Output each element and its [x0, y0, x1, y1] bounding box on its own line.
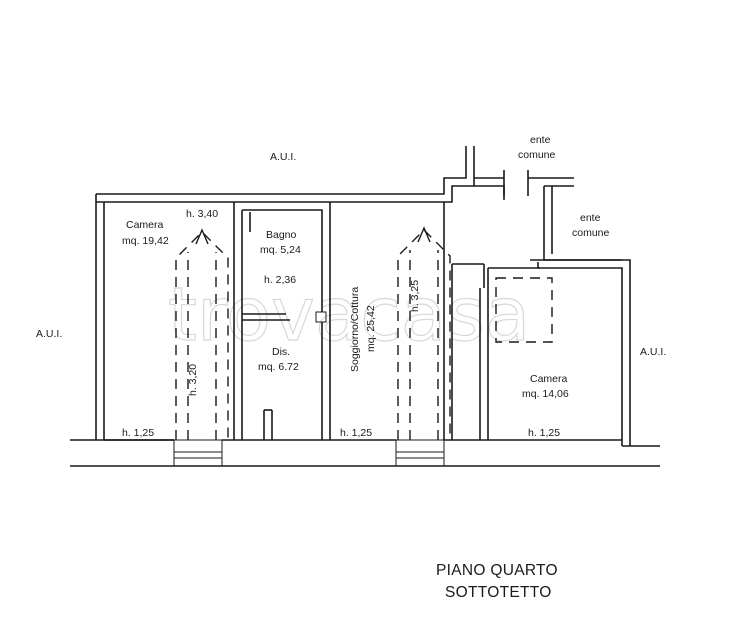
- room-name: Bagno: [266, 229, 297, 241]
- label-ente-comune-1b: comune: [518, 149, 556, 161]
- room-soggiorno: Soggiorno/Cottura mq. 25,42 h. 3,25 h. 1…: [340, 280, 421, 439]
- outer-walls: [70, 146, 660, 467]
- interior-walls: [233, 202, 540, 440]
- height-mid: h. 3,20: [187, 364, 199, 396]
- roof-slope-lines: [175, 226, 451, 440]
- room-camera-left: Camera mq. 19,42 h. 3,40 h. 3,20 h. 1,25: [122, 208, 218, 439]
- room-bagno: Bagno mq. 5,24 h. 2,36: [260, 229, 301, 286]
- room-dis: Dis. mq. 6.72: [258, 346, 299, 373]
- label-aui-right: A.U.I.: [640, 346, 666, 358]
- room-area: mq. 25,42: [365, 305, 377, 352]
- bottom-openings: [173, 439, 445, 467]
- label-ente-comune-2b: comune: [572, 227, 610, 239]
- height-low: h. 1,25: [122, 427, 154, 439]
- dashed-outline: [495, 277, 553, 343]
- height: h. 2,36: [264, 274, 296, 286]
- label-aui-left: A.U.I.: [36, 328, 62, 340]
- label-aui-top: A.U.I.: [270, 151, 296, 163]
- height-mid: h. 3,25: [409, 280, 421, 312]
- room-area: mq. 6.72: [258, 361, 299, 373]
- room-name: Camera: [530, 373, 568, 385]
- room-name: Soggiorno/Cottura: [349, 287, 361, 372]
- room-camera-right: Camera mq. 14,06 h. 1,25: [522, 373, 569, 439]
- height-low: h. 1,25: [340, 427, 372, 439]
- plan-title-line1: PIANO QUARTO: [436, 562, 558, 579]
- room-name: Dis.: [272, 346, 290, 358]
- height-low: h. 1,25: [528, 427, 560, 439]
- room-area: mq. 19,42: [122, 235, 169, 247]
- label-ente-comune-1a: ente: [530, 134, 551, 146]
- plan-title-line2: SOTTOTETTO: [445, 584, 552, 601]
- room-name: Camera: [126, 219, 164, 231]
- label-ente-comune-2a: ente: [580, 212, 601, 224]
- height-top: h. 3,40: [186, 208, 218, 220]
- room-area: mq. 14,06: [522, 388, 569, 400]
- room-area: mq. 5,24: [260, 244, 301, 256]
